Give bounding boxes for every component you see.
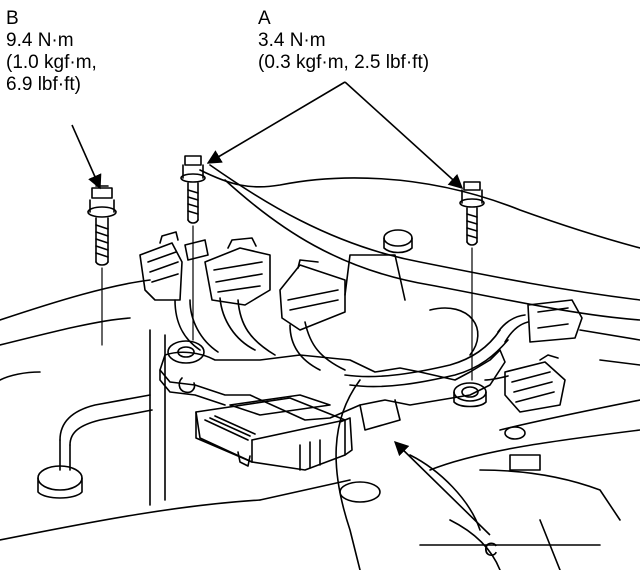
arrow-icon [393,440,491,536]
callout-b-letter: B [6,8,19,29]
callout-c-letter: C [484,540,498,561]
callout-a-torque-imperial: (0.3 kgf·m, 2.5 lbf·ft) [258,52,430,73]
arrow-icon [206,81,346,164]
arrow-icon [71,124,102,190]
control-module [195,394,353,471]
bolt-icon [87,185,117,266]
harness-plate [159,340,506,431]
callout-a-letter: A [258,8,271,29]
callout-b-torque-kgfm: (1.0 kgf·m, [6,52,97,73]
transmission-housing [0,164,640,571]
alignment-lines [101,225,473,381]
arrow-icon [344,81,464,189]
callout-b-torque-lbfft: 6.9 lbf·ft) [6,74,81,95]
bolt-icon [459,181,485,246]
harness-wires [174,297,529,388]
callout-a-torque-nm: 3.4 N·m [258,30,326,51]
connector-icon [139,231,583,413]
leader-arrows [71,81,491,536]
bolt-icon [180,155,206,224]
callout-b-torque-nm: 9.4 N·m [6,30,74,51]
